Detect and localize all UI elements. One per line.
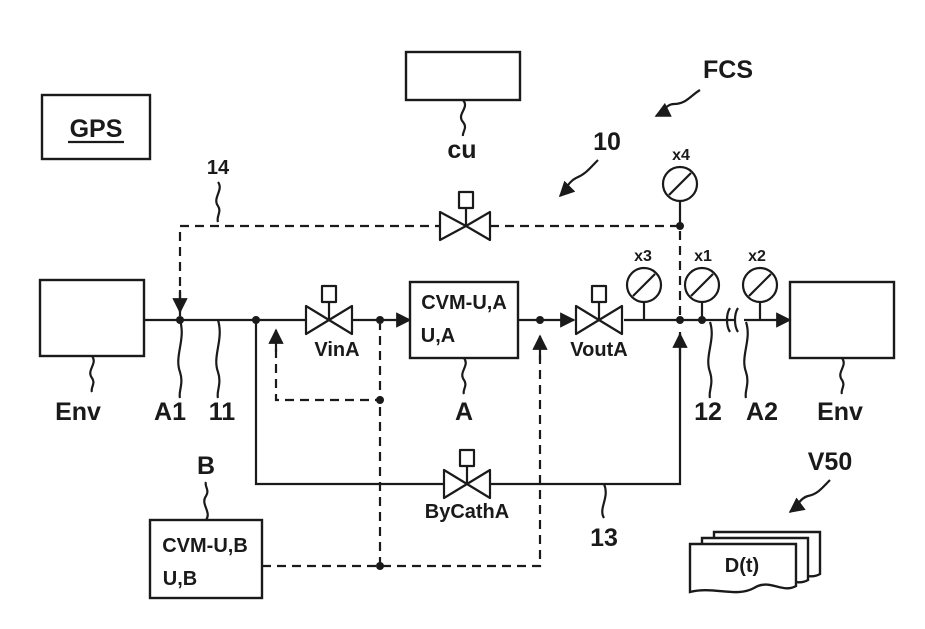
ref-14-label: 14: [207, 157, 230, 179]
x1-gauge-icon: [685, 268, 719, 320]
gps-block: GPS: [42, 95, 150, 159]
x4-label: x4: [672, 147, 690, 164]
env-right-leader: [840, 358, 843, 394]
stack-b-dashed-lines: [262, 334, 540, 570]
env-right-label: Env: [817, 398, 863, 426]
ref-12-leader: [708, 322, 711, 398]
ref-11-label: 11: [209, 398, 236, 426]
stack-a-line2: U,A: [421, 325, 455, 347]
ref-10-arrow: [560, 160, 598, 196]
cu-leader: [461, 100, 465, 136]
stack-a-leader: [462, 358, 465, 394]
x2-label: x2: [748, 248, 766, 265]
x1-label: x1: [694, 248, 712, 265]
stack-b-block: CVM-U,B U,B: [150, 482, 262, 598]
stack-b-ref: B: [197, 452, 215, 480]
ref-14-leader: [216, 182, 219, 222]
env-right-block: Env: [790, 282, 894, 426]
junction-vin-out: [376, 316, 384, 324]
bypass-valve-icon: [444, 450, 490, 498]
ref-10-label: 10: [593, 128, 621, 156]
stack-b-leader: [204, 482, 207, 520]
fcs-arrow: [656, 90, 700, 116]
env-left-label: Env: [55, 398, 101, 426]
x4-gauge-icon: [663, 167, 697, 226]
v50-label: V50: [808, 448, 852, 476]
vout-label: VoutA: [570, 339, 627, 361]
top-valve-icon: [440, 192, 490, 240]
stack-a-block: CVM-U,A U,A: [410, 282, 518, 394]
stack-b-line2: U,B: [163, 568, 197, 590]
junction-bypass-out: [676, 316, 684, 324]
ref-12-label: 12: [694, 398, 722, 426]
ref-13-label: 13: [590, 524, 618, 552]
ref-11-leader: [216, 320, 219, 398]
ref-13-leader: [602, 484, 605, 518]
x2-gauge-icon: [743, 268, 777, 320]
stack-b-line1: CVM-U,B: [162, 535, 248, 557]
v50-arrow: [790, 480, 830, 512]
cu-label: cu: [447, 136, 476, 164]
vin-label: VinA: [314, 339, 359, 361]
vin-sensing-loop: [276, 324, 384, 404]
vin-valve-icon: [306, 286, 352, 334]
x3-label: x3: [634, 248, 652, 265]
fcs-label: FCS: [703, 56, 753, 84]
junction-stack-out: [536, 316, 544, 324]
a1-label: A1: [154, 398, 186, 426]
x3-gauge-icon: [627, 268, 661, 320]
env-left-block: Env: [40, 280, 144, 426]
stack-a-line1: CVM-U,A: [421, 292, 507, 314]
doc-label: D(t): [725, 555, 759, 577]
a1-leader: [178, 320, 181, 398]
env-left-leader: [90, 356, 93, 392]
bypass-label: ByCathA: [425, 501, 509, 523]
a2-label: A2: [746, 398, 778, 426]
a2-leader: [744, 322, 747, 398]
control-unit-block: cu: [406, 52, 520, 164]
vout-valve-icon: [576, 286, 622, 334]
stack-a-ref: A: [455, 398, 473, 426]
gps-label: GPS: [70, 115, 123, 143]
